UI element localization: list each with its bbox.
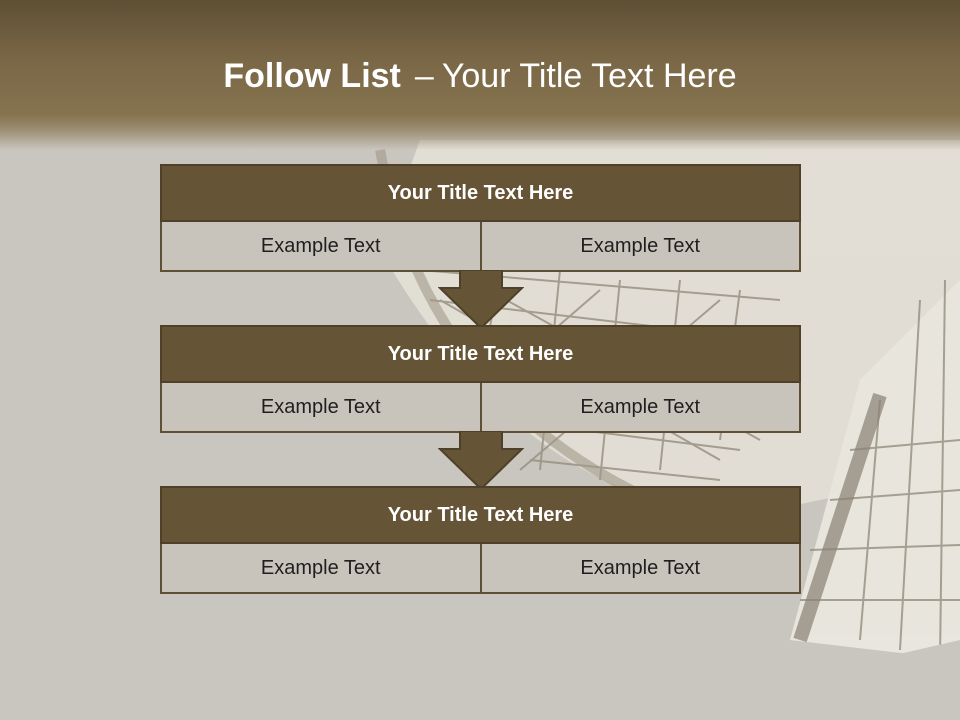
block-cell-right: Example Text — [481, 383, 801, 433]
block-title: Your Title Text Here — [160, 164, 801, 222]
list-block-2: Your Title Text Here Example Text Exampl… — [160, 325, 801, 433]
slide-title-rest: Your Title Text Here — [441, 57, 737, 95]
header-band — [0, 0, 960, 150]
block-cell-right: Example Text — [481, 222, 801, 272]
block-cell-right: Example Text — [481, 544, 801, 594]
slide-title-dash: – — [414, 57, 434, 95]
block-cell-left: Example Text — [160, 544, 482, 594]
block-row: Example Text Example Text — [160, 222, 801, 272]
down-arrow-icon — [438, 431, 524, 491]
slide-title-bold: Follow List — [223, 57, 401, 95]
block-row: Example Text Example Text — [160, 544, 801, 594]
block-cell-left: Example Text — [160, 383, 482, 433]
list-block-1: Your Title Text Here Example Text Exampl… — [160, 164, 801, 272]
block-title: Your Title Text Here — [160, 486, 801, 544]
block-title: Your Title Text Here — [160, 325, 801, 383]
down-arrow-icon — [438, 270, 524, 330]
block-row: Example Text Example Text — [160, 383, 801, 433]
block-cell-left: Example Text — [160, 222, 482, 272]
list-block-3: Your Title Text Here Example Text Exampl… — [160, 486, 801, 594]
slide-title: Follow List–Your Title Text Here — [0, 52, 960, 100]
